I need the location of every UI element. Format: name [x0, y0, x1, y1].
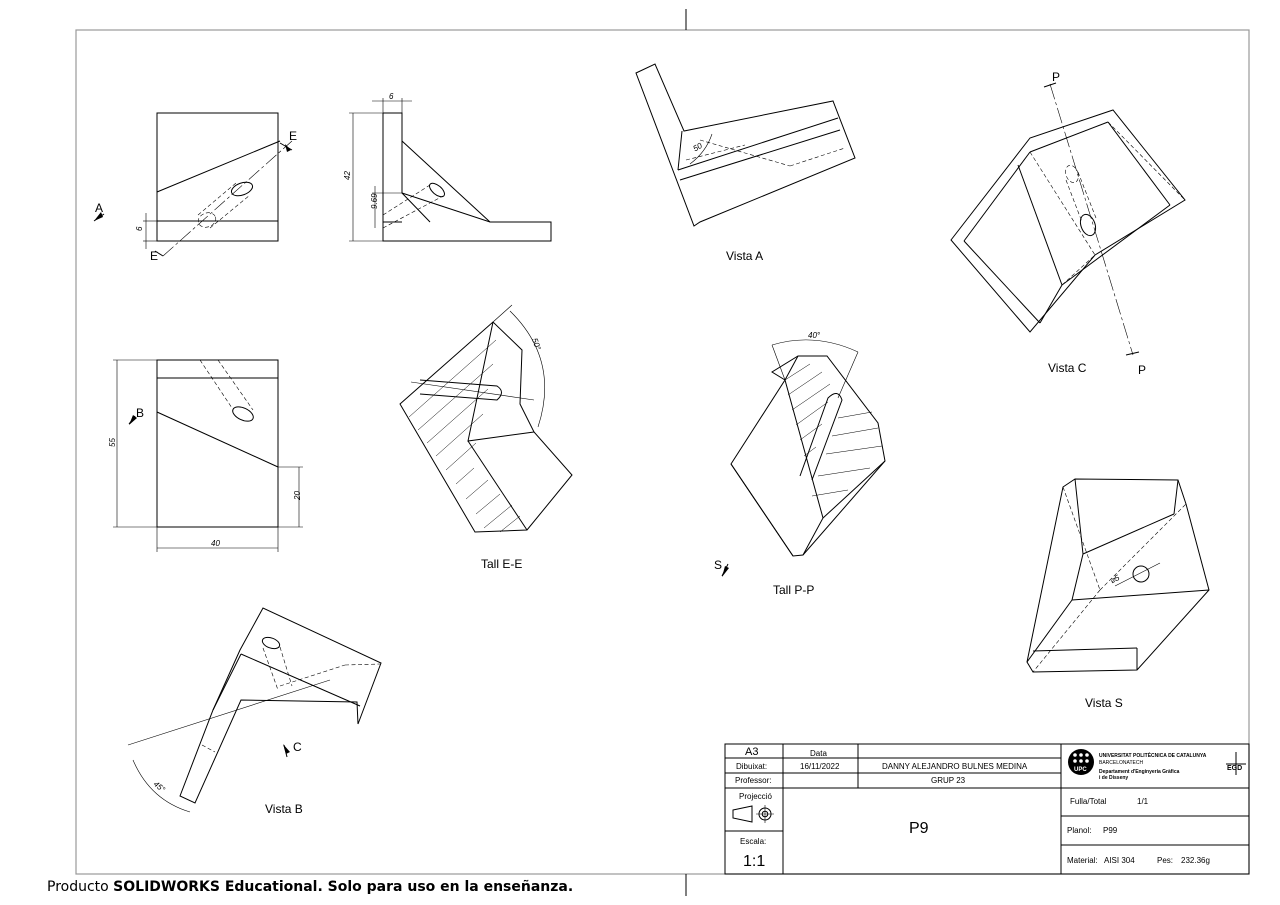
drawn-name: DANNY ALEJANDRO BULNES MEDINA — [882, 762, 1028, 771]
dimension-6-left: 6 — [135, 226, 144, 231]
scale-label: Escala: — [740, 837, 766, 846]
title-block: A3 Data Dibuixat: 16/11/2022 DANNY ALEJA… — [724, 743, 1250, 875]
view-arrow-a: A — [93, 201, 105, 222]
angle-40-section-pp: 40° — [808, 331, 821, 340]
view-arrow-c: C — [283, 740, 302, 758]
angle-50-section-ee: 50° — [530, 337, 543, 352]
dimension-55: 55 — [108, 438, 117, 447]
angle-45: 45° — [152, 779, 168, 794]
svg-text:S: S — [714, 558, 722, 572]
dimension-42: 42 — [343, 171, 352, 180]
label-tall-p-p: Tall P-P — [773, 583, 814, 597]
plan-value: P99 — [1103, 826, 1118, 835]
dimension-6-top: 6 — [389, 92, 394, 101]
label-tall-e-e: Tall E-E — [481, 557, 522, 571]
svg-text:C: C — [293, 740, 302, 754]
dimension-9-69: 9.69 — [370, 193, 379, 209]
professor-label: Professor: — [735, 776, 771, 785]
university-sub: BARCELONATECH — [1099, 760, 1143, 766]
vista-b-view: 45° — [127, 607, 382, 813]
section-marker-p-bottom: P — [1138, 363, 1146, 377]
angle-50-vista-a: 50 — [692, 141, 705, 154]
front-view: 6 — [135, 112, 293, 257]
sheet-value: 1/1 — [1137, 797, 1149, 806]
projection-label: Projecció — [739, 792, 772, 801]
diameter-5: ⌀5 — [1109, 573, 1122, 585]
vista-c-view — [950, 82, 1186, 356]
department-line-2: i de Disseny — [1099, 775, 1128, 781]
drawing-border — [75, 29, 1250, 875]
vista-a-view: 50 — [635, 63, 856, 227]
department-line-1: Departament d'Enginyeria Gràfica — [1099, 769, 1180, 775]
footer-prefix: Producto — [47, 879, 114, 895]
footer-suffix: . Solo para uso en la enseñanza. — [317, 879, 574, 895]
dimension-20: 20 — [293, 491, 302, 501]
svg-text:EGD: EGD — [1227, 765, 1242, 772]
bottom-view: 55 20 40 — [108, 359, 303, 552]
label-vista-a: Vista A — [726, 249, 763, 263]
part-name: P9 — [909, 820, 929, 837]
sheet-size: A3 — [745, 746, 758, 758]
footer-brand: SOLIDWORKS Educational — [113, 879, 318, 895]
university-name: UNIVERSITAT POLITÈCNICA DE CATALUNYA — [1099, 751, 1207, 759]
weight-label: Pes: — [1157, 856, 1173, 865]
vista-s-view: ⌀5 — [1026, 478, 1210, 673]
dimension-40: 40 — [211, 539, 220, 548]
upc-logo: UPC — [1068, 749, 1094, 775]
material-label: Material: — [1067, 856, 1098, 865]
scale-value: 1:1 — [743, 853, 765, 870]
material-value: AISI 304 — [1104, 856, 1135, 865]
section-p-p-view: 40° — [730, 331, 886, 557]
label-vista-b: Vista B — [265, 802, 303, 816]
section-marker-e-top: E — [289, 129, 297, 143]
group-name: GRUP 23 — [931, 776, 966, 785]
section-marker-e-bottom: E — [150, 249, 158, 263]
date-header: Data — [810, 749, 827, 758]
side-view: 6 42 9.69 — [343, 92, 552, 242]
svg-text:A: A — [95, 201, 103, 215]
section-marker-p-top: P — [1052, 70, 1060, 84]
drawn-date: 16/11/2022 — [800, 762, 840, 771]
educational-license-note: Producto SOLIDWORKS Educational. Solo pa… — [47, 879, 573, 895]
egd-logo: EGD — [1226, 752, 1246, 775]
drawn-label: Dibuixat: — [736, 762, 767, 771]
plan-label: Planol: — [1067, 826, 1091, 835]
svg-text:UPC: UPC — [1074, 767, 1087, 773]
section-e-e-view: 50° — [399, 304, 573, 533]
sheet-label: Fulla/Total — [1070, 797, 1107, 806]
first-angle-projection-icon — [732, 805, 774, 823]
label-vista-c: Vista C — [1048, 361, 1087, 375]
view-arrow-s: S — [714, 558, 729, 577]
label-vista-s: Vista S — [1085, 696, 1123, 710]
weight-value: 232.36g — [1181, 856, 1210, 865]
svg-text:B: B — [136, 406, 144, 420]
view-arrow-b: B — [128, 406, 144, 425]
